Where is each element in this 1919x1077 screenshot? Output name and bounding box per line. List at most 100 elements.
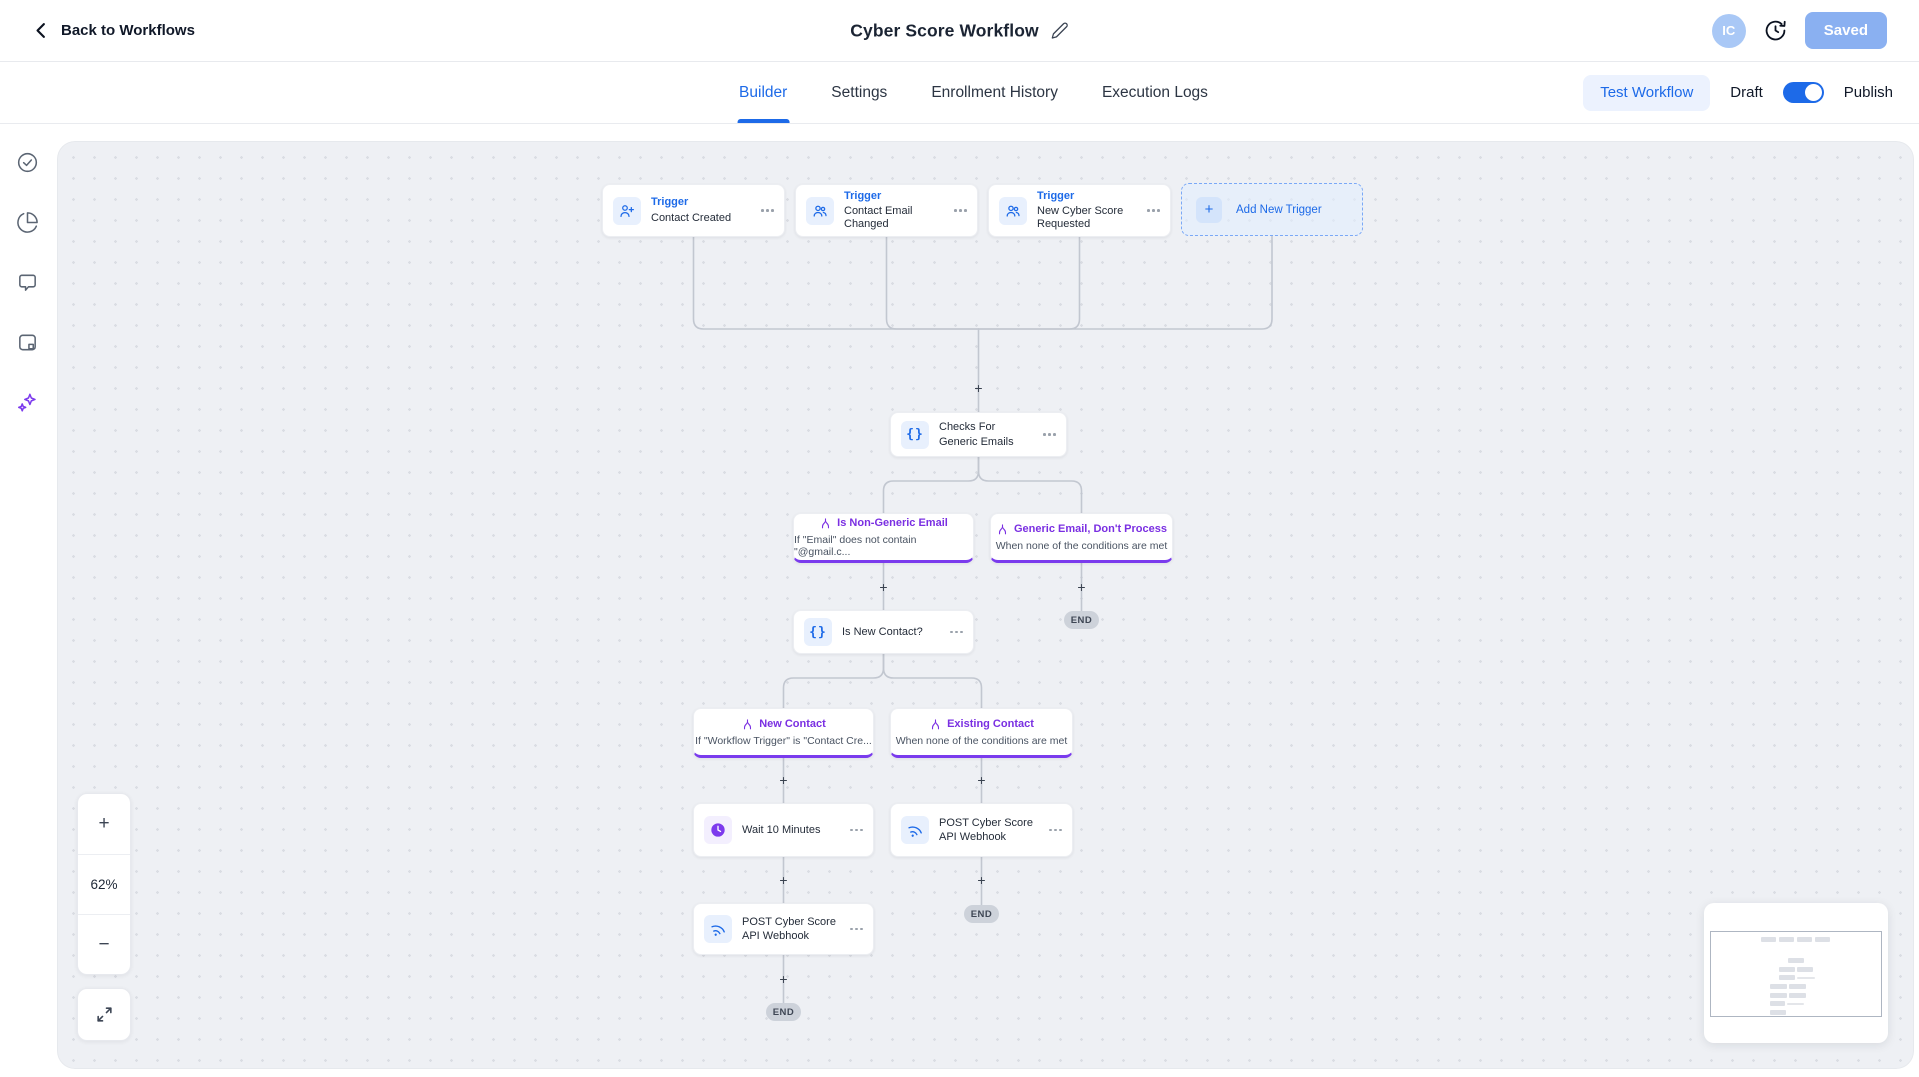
notes-icon[interactable]	[16, 331, 39, 354]
clock-icon	[704, 816, 732, 844]
add-step-plus[interactable]: +	[779, 871, 788, 888]
trigger-label: Trigger	[651, 196, 689, 209]
trigger-node-contact-created[interactable]: Trigger Contact Created	[602, 184, 785, 237]
action-node-checks-generic-emails[interactable]: {} Checks For Generic Emails	[890, 412, 1067, 457]
pie-chart-icon[interactable]	[16, 211, 39, 234]
branch-title-text: Generic Email, Don't Process	[1013, 523, 1167, 535]
zoom-level: 62%	[78, 854, 130, 914]
code-braces-icon: {}	[804, 618, 832, 646]
chat-bubble-icon[interactable]	[16, 271, 39, 294]
history-clock-icon[interactable]	[1764, 19, 1787, 42]
app-header: Back to Workflows Cyber Score Workflow I…	[0, 0, 1919, 62]
trigger-node-contact-email-changed[interactable]: Trigger Contact Email Changed	[795, 184, 978, 237]
back-label: Back to Workflows	[61, 22, 195, 39]
branch-title-text: Is Non-Generic Email	[837, 517, 948, 529]
more-menu-icon[interactable]	[850, 927, 863, 931]
more-menu-icon[interactable]	[1147, 209, 1160, 212]
branch-split-icon	[822, 517, 830, 528]
add-step-plus[interactable]: +	[977, 771, 986, 788]
action-title: Checks For Generic Emails	[939, 421, 1014, 448]
add-new-trigger-label: Add New Trigger	[1236, 203, 1322, 216]
branch-split-icon	[932, 718, 940, 729]
add-step-plus[interactable]: +	[1077, 578, 1086, 595]
trigger-name: Contact Email Changed	[844, 204, 913, 231]
action-node-webhook-new[interactable]: POST Cyber Score API Webhook	[693, 903, 874, 955]
saved-button[interactable]: Saved	[1804, 12, 1887, 49]
tab-execution-logs[interactable]: Execution Logs	[1101, 83, 1208, 101]
action-node-is-new-contact[interactable]: {} Is New Contact?	[793, 610, 974, 654]
trigger-label: Trigger	[1037, 189, 1075, 202]
branch-node-existing-contact[interactable]: Existing Contact When none of the condit…	[890, 708, 1073, 758]
minimap[interactable]	[1704, 903, 1888, 1043]
trigger-name: New Cyber Score Requested	[1037, 204, 1124, 231]
end-badge: END	[766, 1003, 801, 1021]
users-icon	[999, 196, 1027, 225]
action-title: POST Cyber Score API Webhook	[939, 816, 1033, 843]
fit-view-button[interactable]	[77, 988, 131, 1041]
avatar-initials: IC	[1722, 23, 1736, 38]
avatar[interactable]: IC	[1711, 13, 1746, 48]
edit-pencil-icon[interactable]	[1051, 22, 1069, 40]
add-step-plus[interactable]: +	[879, 578, 888, 595]
user-plus-icon	[613, 196, 641, 225]
action-title: Is New Contact?	[842, 625, 923, 638]
branch-split-icon	[998, 523, 1007, 534]
add-step-plus[interactable]: +	[974, 379, 983, 396]
test-workflow-button[interactable]: Test Workflow	[1583, 74, 1711, 111]
plus-icon: +	[1196, 196, 1222, 223]
code-braces-icon: {}	[901, 420, 929, 449]
tab-builder[interactable]: Builder	[737, 62, 790, 123]
branch-node-new-contact[interactable]: New Contact If "Workflow Trigger" is "Co…	[693, 708, 874, 758]
add-new-trigger-button[interactable]: + Add New Trigger	[1181, 183, 1363, 236]
action-title: Wait 10 Minutes	[742, 823, 821, 836]
tab-enrollment-history[interactable]: Enrollment History	[931, 83, 1058, 101]
add-step-plus[interactable]: +	[977, 871, 986, 888]
trigger-node-new-cyber-score-requested[interactable]: Trigger New Cyber Score Requested	[988, 184, 1171, 237]
workflow-canvas[interactable]: Trigger Contact Created Trigger Contact …	[57, 141, 1914, 1069]
workflow-tabbar: Builder Settings Enrollment History Exec…	[0, 62, 1919, 124]
end-badge: END	[1064, 611, 1099, 629]
action-node-webhook-existing[interactable]: POST Cyber Score API Webhook	[890, 803, 1073, 857]
more-menu-icon[interactable]	[1049, 828, 1062, 832]
left-icon-rail	[0, 124, 54, 1077]
tab-settings[interactable]: Settings	[831, 83, 888, 101]
expand-icon	[96, 1007, 112, 1022]
branch-split-icon	[744, 718, 752, 729]
branch-node-is-non-generic-email[interactable]: Is Non-Generic Email If "Email" does not…	[793, 513, 974, 563]
zoom-out-button[interactable]: −	[78, 914, 130, 974]
branch-condition: If "Email" does not contain "@gmail.c...	[794, 533, 917, 558]
zoom-in-button[interactable]: +	[98, 813, 110, 834]
check-circle-icon[interactable]	[16, 151, 39, 174]
add-step-plus[interactable]: +	[779, 771, 788, 788]
branch-condition: If "Workflow Trigger" is "Contact Cre...	[695, 734, 872, 747]
publish-label: Publish	[1843, 84, 1893, 101]
draft-label: Draft	[1730, 84, 1763, 101]
more-menu-icon[interactable]	[950, 630, 963, 634]
tabs-group: Builder Settings Enrollment History Exec…	[737, 62, 1208, 123]
webhook-icon	[704, 915, 732, 943]
publish-toggle[interactable]	[1782, 82, 1824, 103]
branch-title-text: New Contact	[759, 718, 826, 730]
toggle-knob	[1804, 84, 1822, 101]
more-menu-icon[interactable]	[954, 209, 967, 212]
more-menu-icon[interactable]	[761, 209, 774, 212]
back-to-workflows-button[interactable]: Back to Workflows	[32, 21, 195, 40]
branch-condition: When none of the conditions are met	[895, 734, 1068, 747]
action-node-wait-10-minutes[interactable]: Wait 10 Minutes	[693, 803, 874, 857]
end-badge: END	[964, 905, 999, 923]
more-menu-icon[interactable]	[1043, 433, 1056, 436]
trigger-name: Contact Created	[651, 211, 732, 224]
more-menu-icon[interactable]	[850, 828, 863, 832]
action-title: POST Cyber Score API Webhook	[742, 915, 836, 942]
branch-condition: When none of the conditions are met	[995, 539, 1168, 552]
branch-node-generic-email-dont-process[interactable]: Generic Email, Don't Process When none o…	[990, 513, 1173, 563]
trigger-label: Trigger	[844, 189, 882, 202]
webhook-icon	[901, 816, 929, 844]
ai-sparkles-icon[interactable]	[16, 391, 39, 414]
branch-title-text: Existing Contact	[947, 718, 1034, 730]
users-icon	[806, 196, 834, 225]
body-area: Trigger Contact Created Trigger Contact …	[0, 124, 1919, 1077]
chevron-left-icon	[36, 23, 45, 38]
page-title: Cyber Score Workflow	[850, 20, 1039, 40]
add-step-plus[interactable]: +	[779, 970, 788, 987]
